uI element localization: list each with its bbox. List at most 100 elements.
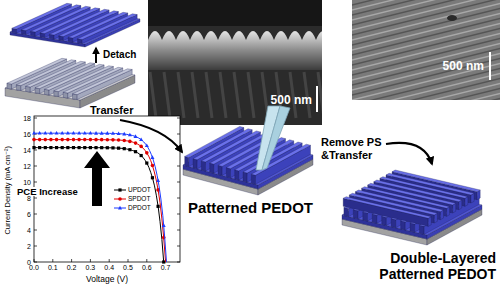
data-marker (156, 205, 159, 208)
data-marker (77, 131, 81, 135)
jv-curve (34, 133, 167, 262)
data-marker (66, 131, 70, 135)
tick (34, 118, 37, 119)
tick-label: 6 (27, 211, 31, 218)
sem-streak (352, 91, 500, 100)
data-marker (100, 138, 104, 142)
tick (90, 259, 91, 262)
data-marker (77, 138, 81, 142)
legend-label: UPDOT (128, 187, 151, 194)
grating-ridge (410, 223, 415, 232)
sem-streak (352, 81, 500, 100)
sem-texture (192, 72, 198, 118)
data-marker (105, 131, 109, 135)
grating-ridge (185, 156, 189, 166)
step-label: Transfer (90, 104, 133, 117)
tick (177, 118, 180, 119)
transfer-arrow (386, 143, 432, 164)
tick (177, 182, 180, 183)
tick (34, 262, 37, 263)
data-marker (100, 146, 103, 149)
grating-ridge (391, 219, 396, 228)
sem-streak (352, 71, 500, 100)
data-marker (32, 131, 36, 135)
tick (177, 214, 180, 215)
data-marker (60, 138, 64, 142)
grating-ridge (243, 172, 247, 182)
data-marker (66, 146, 69, 149)
grating-ridge (82, 15, 137, 44)
data-marker (43, 131, 47, 135)
sem-texture (318, 72, 322, 118)
data-marker (38, 146, 41, 149)
grating-ridge (419, 225, 424, 234)
data-marker (117, 138, 121, 142)
data-marker (134, 150, 137, 153)
data-marker (145, 143, 149, 147)
data-marker (122, 132, 126, 136)
jv-curve (34, 148, 164, 262)
scale-label: 500 nm (443, 60, 484, 74)
data-marker (88, 131, 92, 135)
tweezers (262, 106, 290, 170)
grating-ridge (54, 91, 59, 97)
tick-label: 0.5 (123, 264, 133, 271)
sem-streak (352, 76, 500, 100)
sem-texture (220, 72, 226, 118)
structure-label: Patterned PEDOT (188, 199, 313, 216)
grating-ridge (401, 221, 406, 230)
grating-ridge (218, 165, 222, 175)
tick-label: 2 (27, 243, 31, 250)
grating-ridge (343, 197, 431, 219)
grating-ridge (344, 207, 349, 216)
data-marker (128, 140, 132, 144)
grating-ridge (26, 86, 31, 92)
data-marker (94, 138, 98, 142)
scale-bar (316, 86, 318, 112)
axis-title: Current Density (mA cm⁻²) (4, 146, 13, 235)
sem-vacuum (148, 0, 322, 26)
data-marker (106, 138, 110, 142)
tick (146, 259, 147, 262)
data-marker (83, 146, 86, 149)
data-marker (139, 137, 143, 141)
data-marker (123, 147, 126, 150)
data-marker (117, 147, 120, 150)
data-marker (145, 161, 148, 164)
legend-label: DPDOT (128, 205, 151, 212)
grating-ridge (372, 214, 377, 223)
sem-image (352, 0, 500, 100)
data-marker (128, 148, 131, 151)
tick-label: 14 (23, 147, 31, 154)
data-marker (118, 206, 122, 210)
data-marker (44, 146, 47, 149)
data-marker (83, 131, 87, 135)
data-marker (156, 178, 160, 182)
grating-ridge (343, 198, 428, 226)
sem-texture (164, 72, 170, 118)
grating-ridge (353, 210, 358, 219)
data-marker (61, 146, 64, 149)
patterned-film (183, 126, 313, 195)
grating-ridge (73, 94, 78, 100)
grating-ridge (35, 88, 40, 94)
data-marker (134, 141, 138, 145)
data-marker (140, 154, 143, 157)
tick-label: 0.4 (104, 264, 114, 271)
tick (34, 150, 37, 151)
grating-ridge (210, 163, 214, 173)
data-marker (78, 146, 81, 149)
data-marker (89, 146, 92, 149)
data-marker (151, 176, 154, 179)
data-marker (118, 197, 122, 201)
data-marker (134, 134, 138, 138)
sem-texture (234, 72, 240, 118)
tick-label: 18 (23, 115, 31, 122)
scale-bar (489, 52, 491, 80)
data-marker (55, 146, 58, 149)
tick (34, 214, 37, 215)
data-marker (111, 138, 115, 142)
tick (177, 134, 180, 135)
step-label: Remove PS &Transfer (321, 136, 395, 161)
